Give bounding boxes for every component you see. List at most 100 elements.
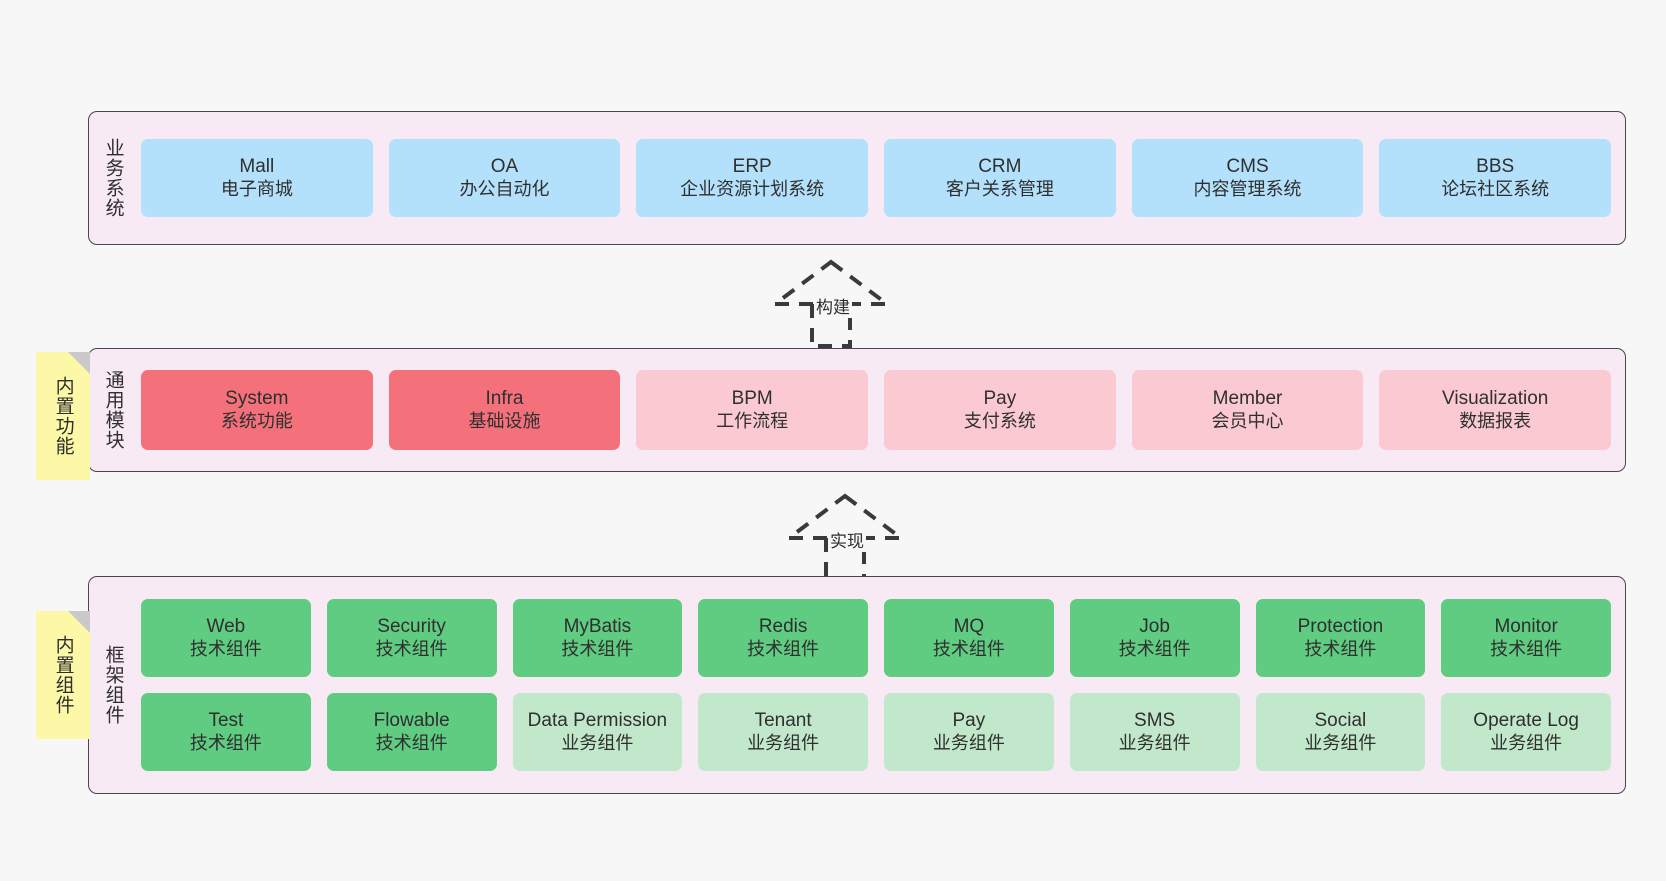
component-subtitle: 技术组件 (747, 638, 820, 659)
component-name: CRM (978, 156, 1022, 178)
component-name: Visualization (1442, 388, 1549, 410)
component-name: Protection (1297, 616, 1384, 638)
note-builtin-component: 内置组件 (36, 611, 90, 739)
layer-title-framework-component: 框架组件 (102, 645, 124, 725)
component-name: Data Permission (527, 710, 668, 732)
component-subtitle: 客户关系管理 (945, 178, 1054, 199)
component-name: Job (1139, 616, 1170, 638)
component-name: BBS (1476, 156, 1515, 178)
component-subtitle: 业务组件 (747, 732, 820, 753)
component-subtitle: 技术组件 (375, 732, 448, 753)
connector-label-implement: 实现 (828, 527, 866, 552)
component-name: Member (1212, 388, 1283, 410)
note-builtin-function-label: 内置功能 (52, 376, 74, 456)
component-name: CMS (1226, 156, 1269, 178)
component-name: ERP (732, 156, 772, 178)
layer-title-common-module: 通用模块 (102, 370, 124, 450)
component-subtitle: 技术组件 (1490, 638, 1563, 659)
component-subtitle: 技术组件 (1304, 638, 1377, 659)
component-subtitle: 技术组件 (561, 638, 634, 659)
component-name: Flowable (373, 710, 450, 732)
component-subtitle: 技术组件 (375, 638, 448, 659)
connector-implement: 实现 (770, 492, 920, 584)
component-name: Tenant (754, 710, 812, 732)
component-name: Web (206, 616, 246, 638)
component-name: Operate Log (1473, 710, 1579, 732)
component-subtitle: 办公自动化 (459, 178, 550, 199)
component-name: BPM (731, 388, 773, 410)
connector-build: 构建 (756, 258, 906, 350)
component-subtitle: 业务组件 (932, 732, 1005, 753)
layer-title-business-system: 业务系统 (102, 138, 124, 218)
connector-label-build: 构建 (814, 293, 852, 318)
component-subtitle: 支付系统 (963, 410, 1036, 431)
component-subtitle: 基础设施 (468, 410, 541, 431)
component-name: Monitor (1494, 616, 1558, 638)
component-name: Redis (758, 616, 808, 638)
component-name: MyBatis (563, 616, 632, 638)
component-subtitle: 技术组件 (189, 732, 262, 753)
component-subtitle: 会员中心 (1211, 410, 1284, 431)
component-name: OA (490, 156, 519, 178)
component-name: MQ (953, 616, 985, 638)
component-name: Mall (239, 156, 275, 178)
component-name: Social (1314, 710, 1367, 732)
component-subtitle: 业务组件 (1118, 732, 1191, 753)
component-subtitle: 工作流程 (716, 410, 789, 431)
component-subtitle: 技术组件 (932, 638, 1005, 659)
component-name: Pay (952, 710, 986, 732)
component-subtitle: 业务组件 (1304, 732, 1377, 753)
component-name: Pay (983, 388, 1017, 410)
component-subtitle: 业务组件 (561, 732, 634, 753)
component-subtitle: 系统功能 (220, 410, 293, 431)
note-builtin-component-label: 内置组件 (52, 635, 74, 715)
component-name: Infra (485, 388, 524, 410)
component-subtitle: 内容管理系统 (1193, 178, 1302, 199)
component-subtitle: 技术组件 (189, 638, 262, 659)
component-subtitle: 论坛社区系统 (1441, 178, 1550, 199)
component-name: Test (208, 710, 244, 732)
generalization-stem-build (810, 304, 852, 348)
component-subtitle: 数据报表 (1459, 410, 1532, 431)
component-name: System (225, 388, 289, 410)
component-name: Security (377, 616, 446, 638)
